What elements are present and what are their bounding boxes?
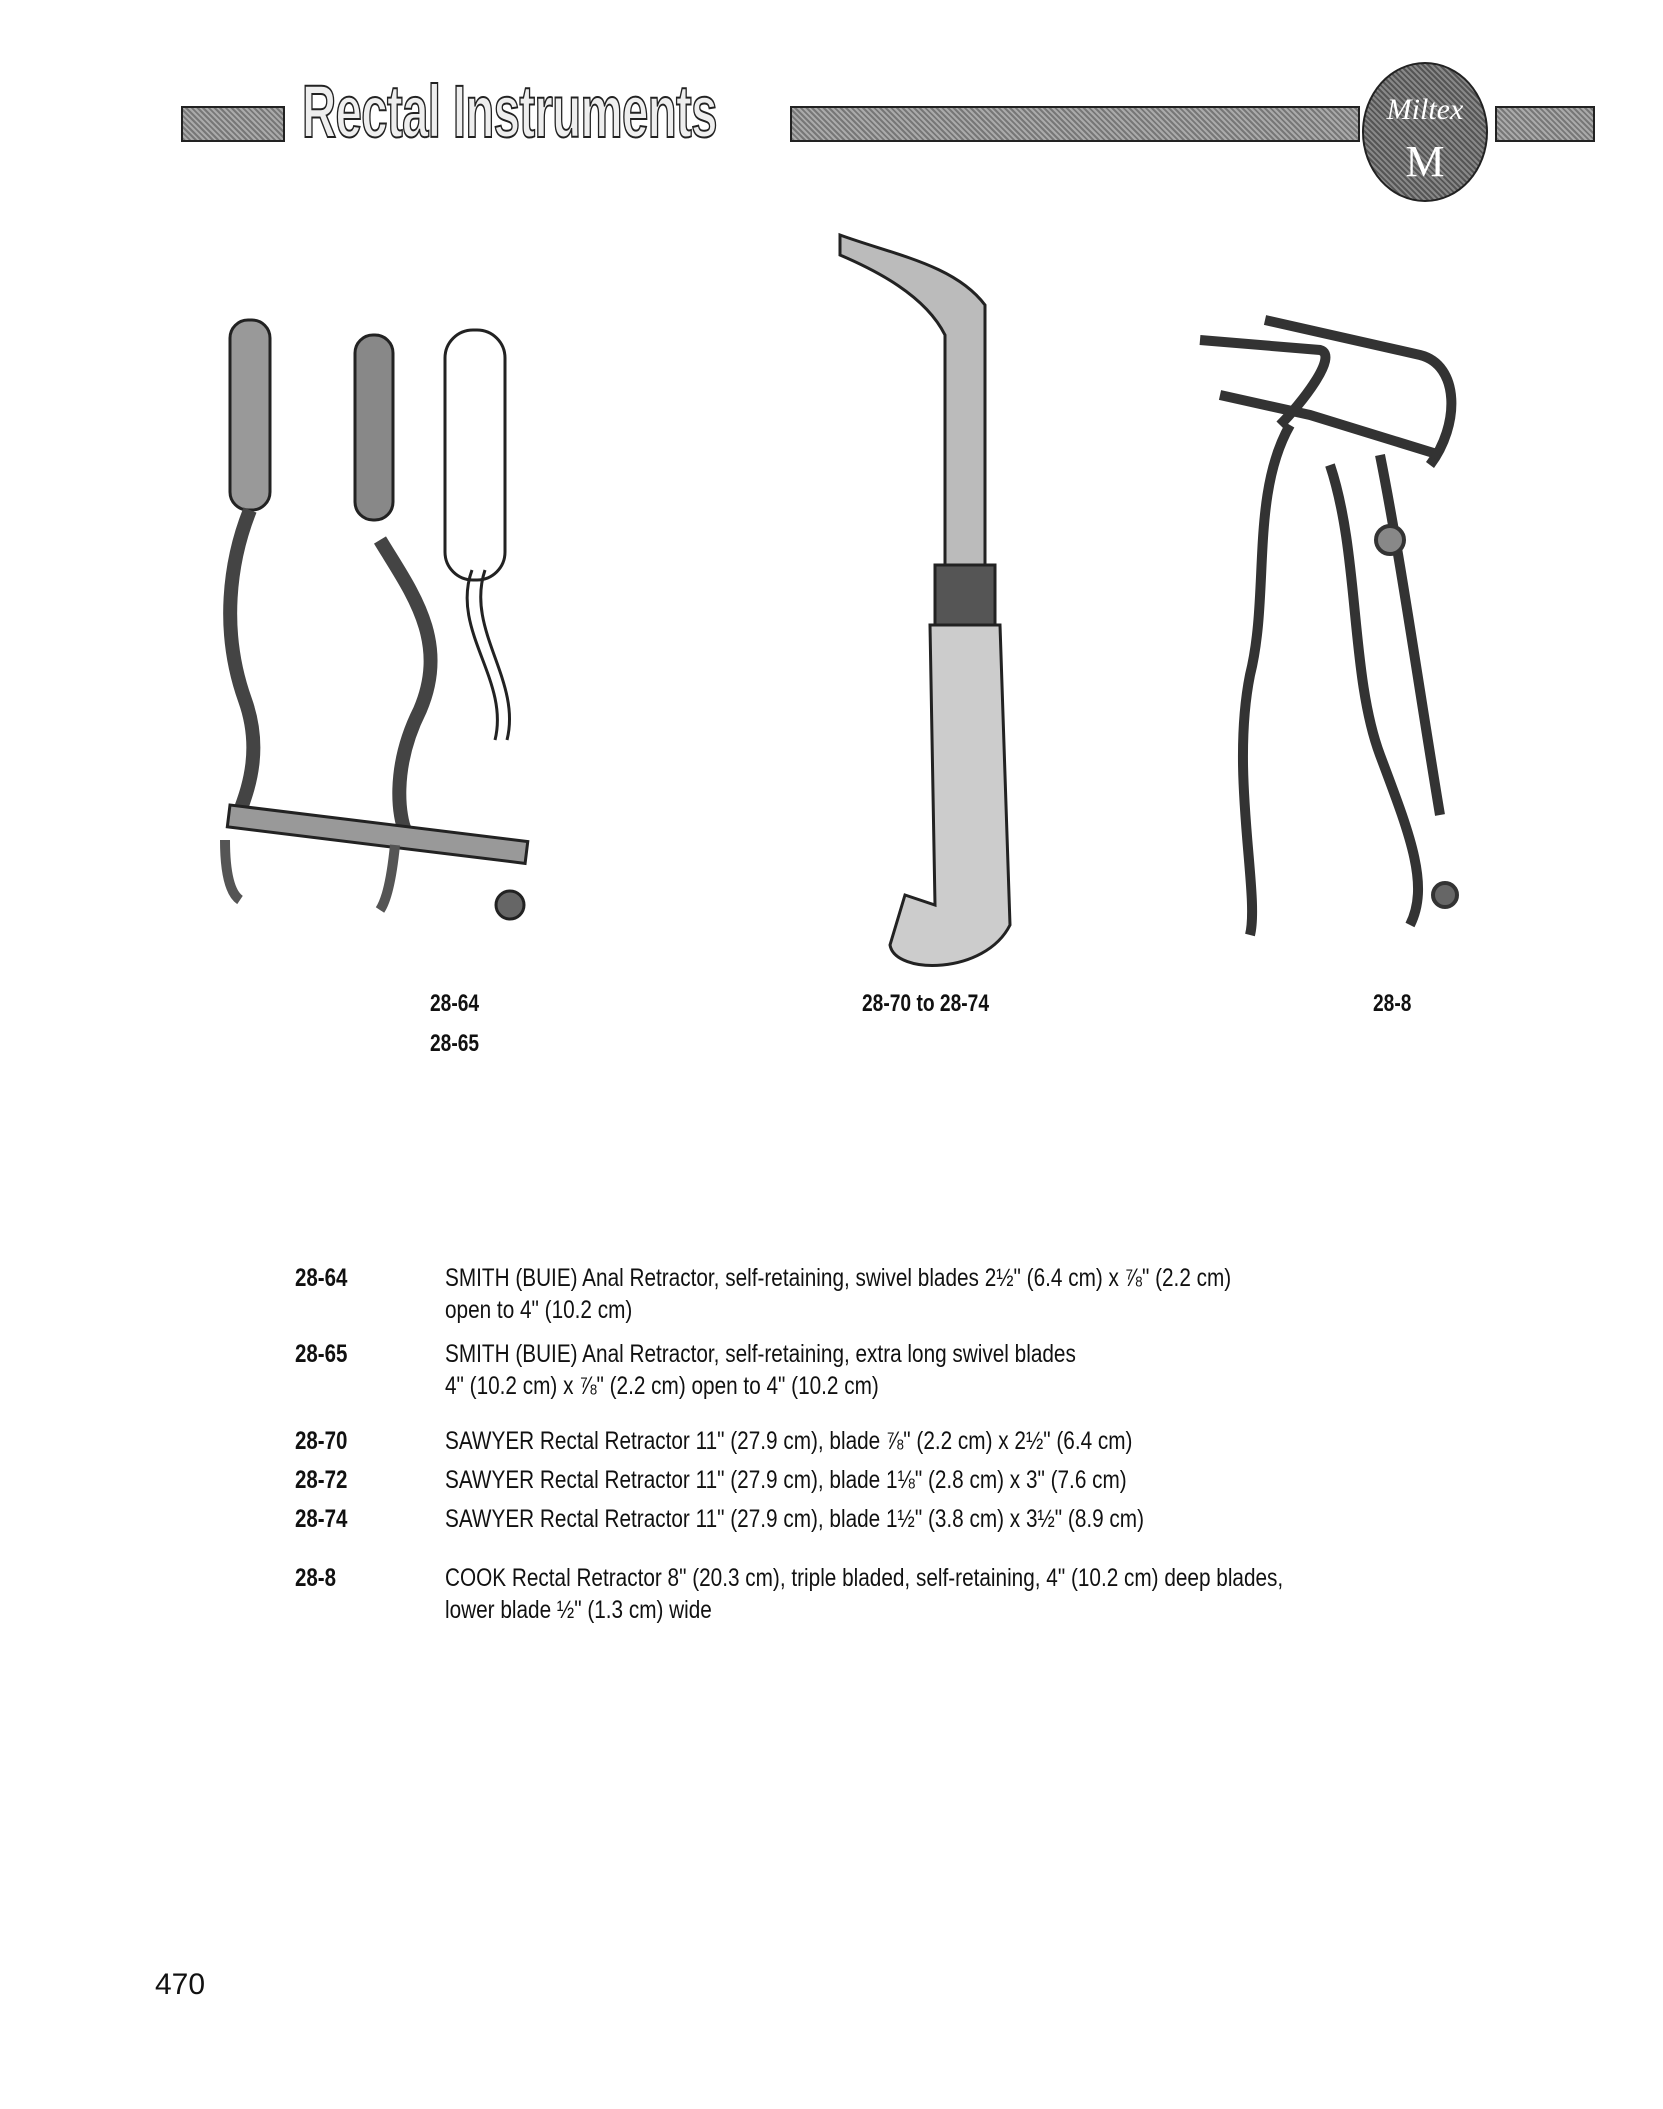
header-bar-left (181, 106, 285, 142)
miltex-logo-mark: Miltex M (1386, 93, 1464, 186)
header-bar-right (1495, 106, 1595, 142)
item-description: SMITH (BUIE) Anal Retractor, self-retain… (445, 1338, 1076, 1402)
item-description-line: SMITH (BUIE) Anal Retractor, self-retain… (445, 1264, 1232, 1292)
svg-text:Miltex: Miltex (1386, 93, 1464, 126)
item-code: 28-65 (295, 1340, 348, 1368)
item-description: COOK Rectal Retractor 8" (20.3 cm), trip… (445, 1562, 1283, 1626)
page-title: Rectal Instruments (301, 69, 718, 154)
page-number: 470 (155, 1968, 206, 2001)
item-description-line: COOK Rectal Retractor 8" (20.3 cm), trip… (445, 1564, 1284, 1592)
item-code: 28-8 (295, 1564, 337, 1592)
item-description-line: 4" (10.2 cm) x ⅞" (2.2 cm) open to 4" (1… (445, 1372, 879, 1400)
cook-retractor-illustration (1199, 315, 1459, 937)
item-description: SAWYER Rectal Retractor 11" (27.9 cm), b… (445, 1505, 1145, 1533)
item-description: SAWYER Rectal Retractor 11" (27.9 cm), b… (445, 1466, 1127, 1494)
item-code: 28-70 (295, 1427, 348, 1455)
item-description-line: lower blade ½" (1.3 cm) wide (445, 1596, 712, 1624)
figure-caption-28-8: 28-8 (1373, 990, 1412, 1017)
item-code: 28-74 (295, 1505, 348, 1533)
header-bar-middle (790, 106, 1360, 142)
item-code: 28-64 (295, 1264, 348, 1292)
figure-caption-28-70-to-28-74: 28-70 to 28-74 (862, 990, 990, 1017)
item-description: SAWYER Rectal Retractor 11" (27.9 cm), b… (445, 1427, 1133, 1455)
item-code: 28-72 (295, 1466, 348, 1494)
svg-text:M: M (1405, 137, 1444, 186)
item-description-line: SMITH (BUIE) Anal Retractor, self-retain… (445, 1340, 1076, 1368)
item-description: SMITH (BUIE) Anal Retractor, self-retain… (445, 1262, 1231, 1326)
miltex-logo: Miltex M (1362, 62, 1488, 202)
figure-caption-28-65: 28-65 (430, 1030, 480, 1057)
sawyer-retractor-illustration (838, 232, 1012, 967)
figure-caption-28-64: 28-64 (430, 990, 480, 1017)
smith-buie-retractor-illustration (220, 318, 530, 921)
item-description-line: open to 4" (10.2 cm) (445, 1296, 633, 1324)
